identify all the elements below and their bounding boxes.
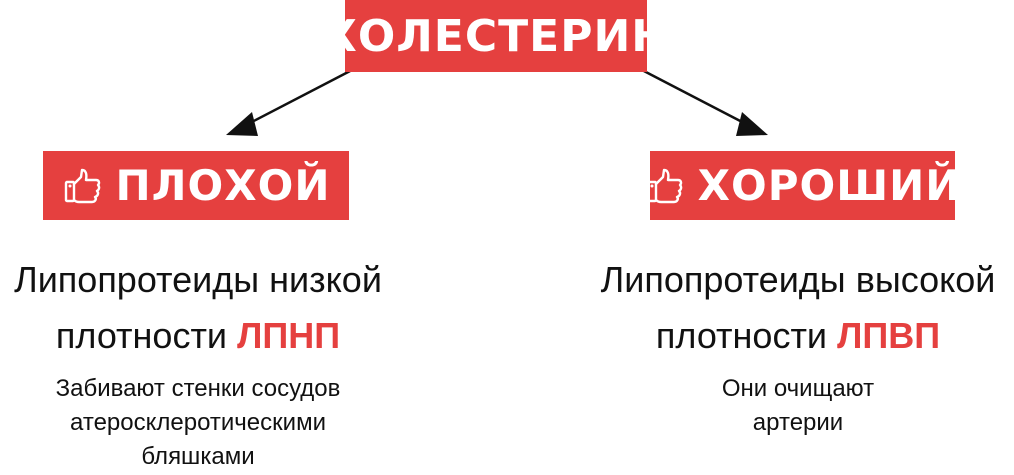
ldl-description-line: бляшками bbox=[141, 443, 255, 470]
good-cholesterol-box: ХОРОШИЙ bbox=[646, 151, 960, 220]
good-cholesterol-label: ХОРОШИЙ bbox=[697, 161, 962, 210]
ldl-heading-line2: плотности ЛПНП bbox=[0, 308, 396, 364]
hdl-description: Они очищают артерии bbox=[582, 372, 1014, 440]
ldl-heading-line1: Липопротеиды низкой bbox=[14, 259, 382, 300]
arrow-head-bad bbox=[226, 112, 258, 136]
hdl-heading-line1: Липопротеиды высокой bbox=[600, 259, 996, 300]
hdl-description-line: артерии bbox=[752, 409, 844, 436]
arrow-to-good bbox=[641, 68, 747, 126]
ldl-description: Забивают стенки сосудов атеросклеротичес… bbox=[0, 372, 396, 474]
ldl-abbreviation: ЛПНП bbox=[237, 315, 341, 356]
arrow-head-good bbox=[736, 112, 768, 136]
hdl-heading-line2: плотности ЛПВП bbox=[582, 308, 1014, 364]
bad-cholesterol-box: ПЛОХОЙ bbox=[43, 151, 349, 220]
ldl-description-line: Забивают стенки сосудов bbox=[55, 375, 341, 402]
thumbs-up-icon bbox=[644, 165, 686, 207]
hdl-heading: Липопротеиды высокой плотности ЛПВП bbox=[582, 252, 1014, 364]
thumbs-up-icon bbox=[62, 165, 104, 207]
bad-cholesterol-label: ПЛОХОЙ bbox=[115, 161, 331, 210]
ldl-heading: Липопротеиды низкой плотности ЛПНП bbox=[0, 252, 396, 364]
arrow-to-bad bbox=[247, 68, 353, 126]
hdl-heading-prefix: плотности bbox=[655, 315, 828, 356]
cholesterol-title-box: ХОЛЕСТЕРИН bbox=[323, 0, 668, 72]
ldl-description-line: атеросклеротическими bbox=[70, 409, 326, 436]
hdl-description-line: Они очищают bbox=[721, 375, 875, 402]
hdl-abbreviation: ЛПВП bbox=[837, 315, 941, 356]
cholesterol-title: ХОЛЕСТЕРИН bbox=[322, 10, 670, 62]
ldl-heading-prefix: плотности bbox=[55, 315, 228, 356]
